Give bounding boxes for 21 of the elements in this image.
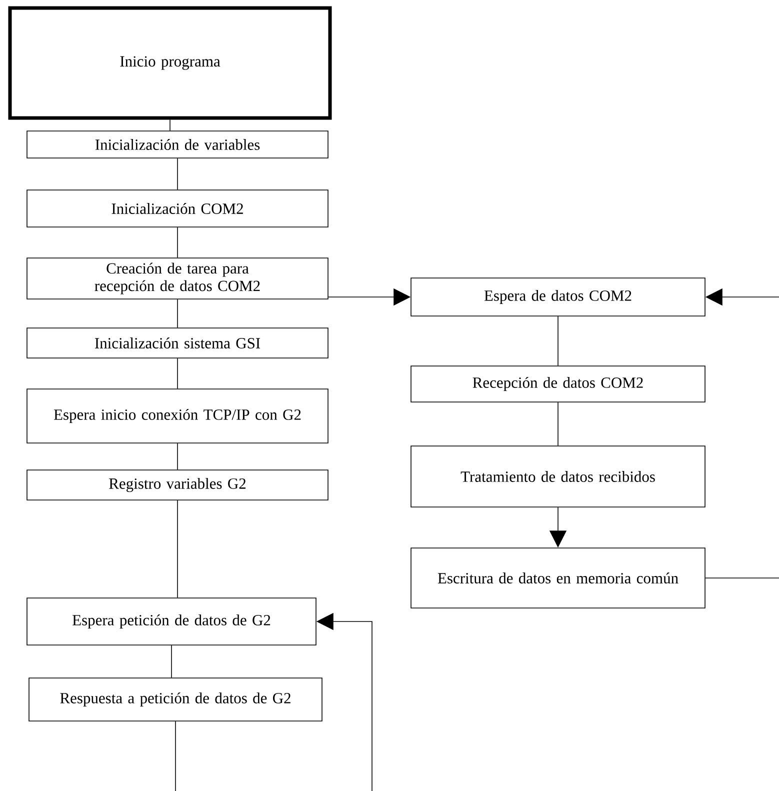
process-box: Creación de tarea para recepción de datos COM2 xyxy=(26,258,328,300)
process-box: Registro variables G2 xyxy=(26,470,328,500)
process-box: Escritura de datos en memoria común xyxy=(410,548,706,608)
connector-line xyxy=(177,500,178,598)
start-box: Inicio programa xyxy=(8,6,332,120)
connector-line xyxy=(177,299,178,328)
connector-line xyxy=(175,721,176,791)
connector-line xyxy=(177,158,178,190)
process-box: Recepción de datos COM2 xyxy=(410,366,706,402)
process-box: Espera de datos COM2 xyxy=(410,278,706,316)
connector-line xyxy=(177,227,178,258)
connector-line xyxy=(171,645,172,678)
process-box: Respuesta a petición de datos de G2 xyxy=(28,678,322,722)
process-box: Tratamiento de datos recibidos xyxy=(410,446,706,508)
process-box: Espera petición de datos de G2 xyxy=(26,598,316,646)
process-box: Espera inicio conexión TCP/IP con G2 xyxy=(26,388,328,444)
connector-line xyxy=(177,443,178,470)
connector-line xyxy=(177,358,178,389)
process-box: Inicialización COM2 xyxy=(26,190,328,228)
process-box: Inicialización sistema GSI xyxy=(26,328,328,358)
process-box: Inicialización de variables xyxy=(26,130,328,158)
